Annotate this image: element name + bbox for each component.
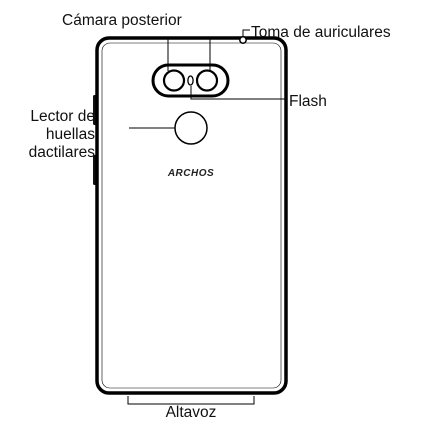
rear-camera-label: Cámara posterior — [62, 12, 182, 29]
headphone-jack-label: Toma de auriculares — [251, 24, 391, 41]
speaker-label: Altavoz — [166, 404, 217, 421]
flash-label: Flash — [289, 93, 327, 110]
camera-lens-left — [162, 69, 186, 92]
headphone-jack — [239, 36, 247, 44]
fingerprint-label-line2: huellas — [46, 126, 95, 143]
fingerprint-label-line3: dactilares — [29, 144, 96, 161]
flash-leader — [190, 86, 285, 100]
phone-inner-edge — [101, 42, 282, 389]
camera-lens-right — [195, 69, 219, 92]
flash-led — [187, 75, 194, 86]
brand-logo: ARCHOS — [167, 168, 214, 179]
fingerprint-sensor — [174, 111, 208, 145]
speaker-leader — [127, 396, 255, 405]
rear-camera-leader — [167, 37, 211, 71]
headphone-jack-leader — [242, 29, 250, 36]
fingerprint-label-line1: Lector de — [30, 108, 95, 125]
